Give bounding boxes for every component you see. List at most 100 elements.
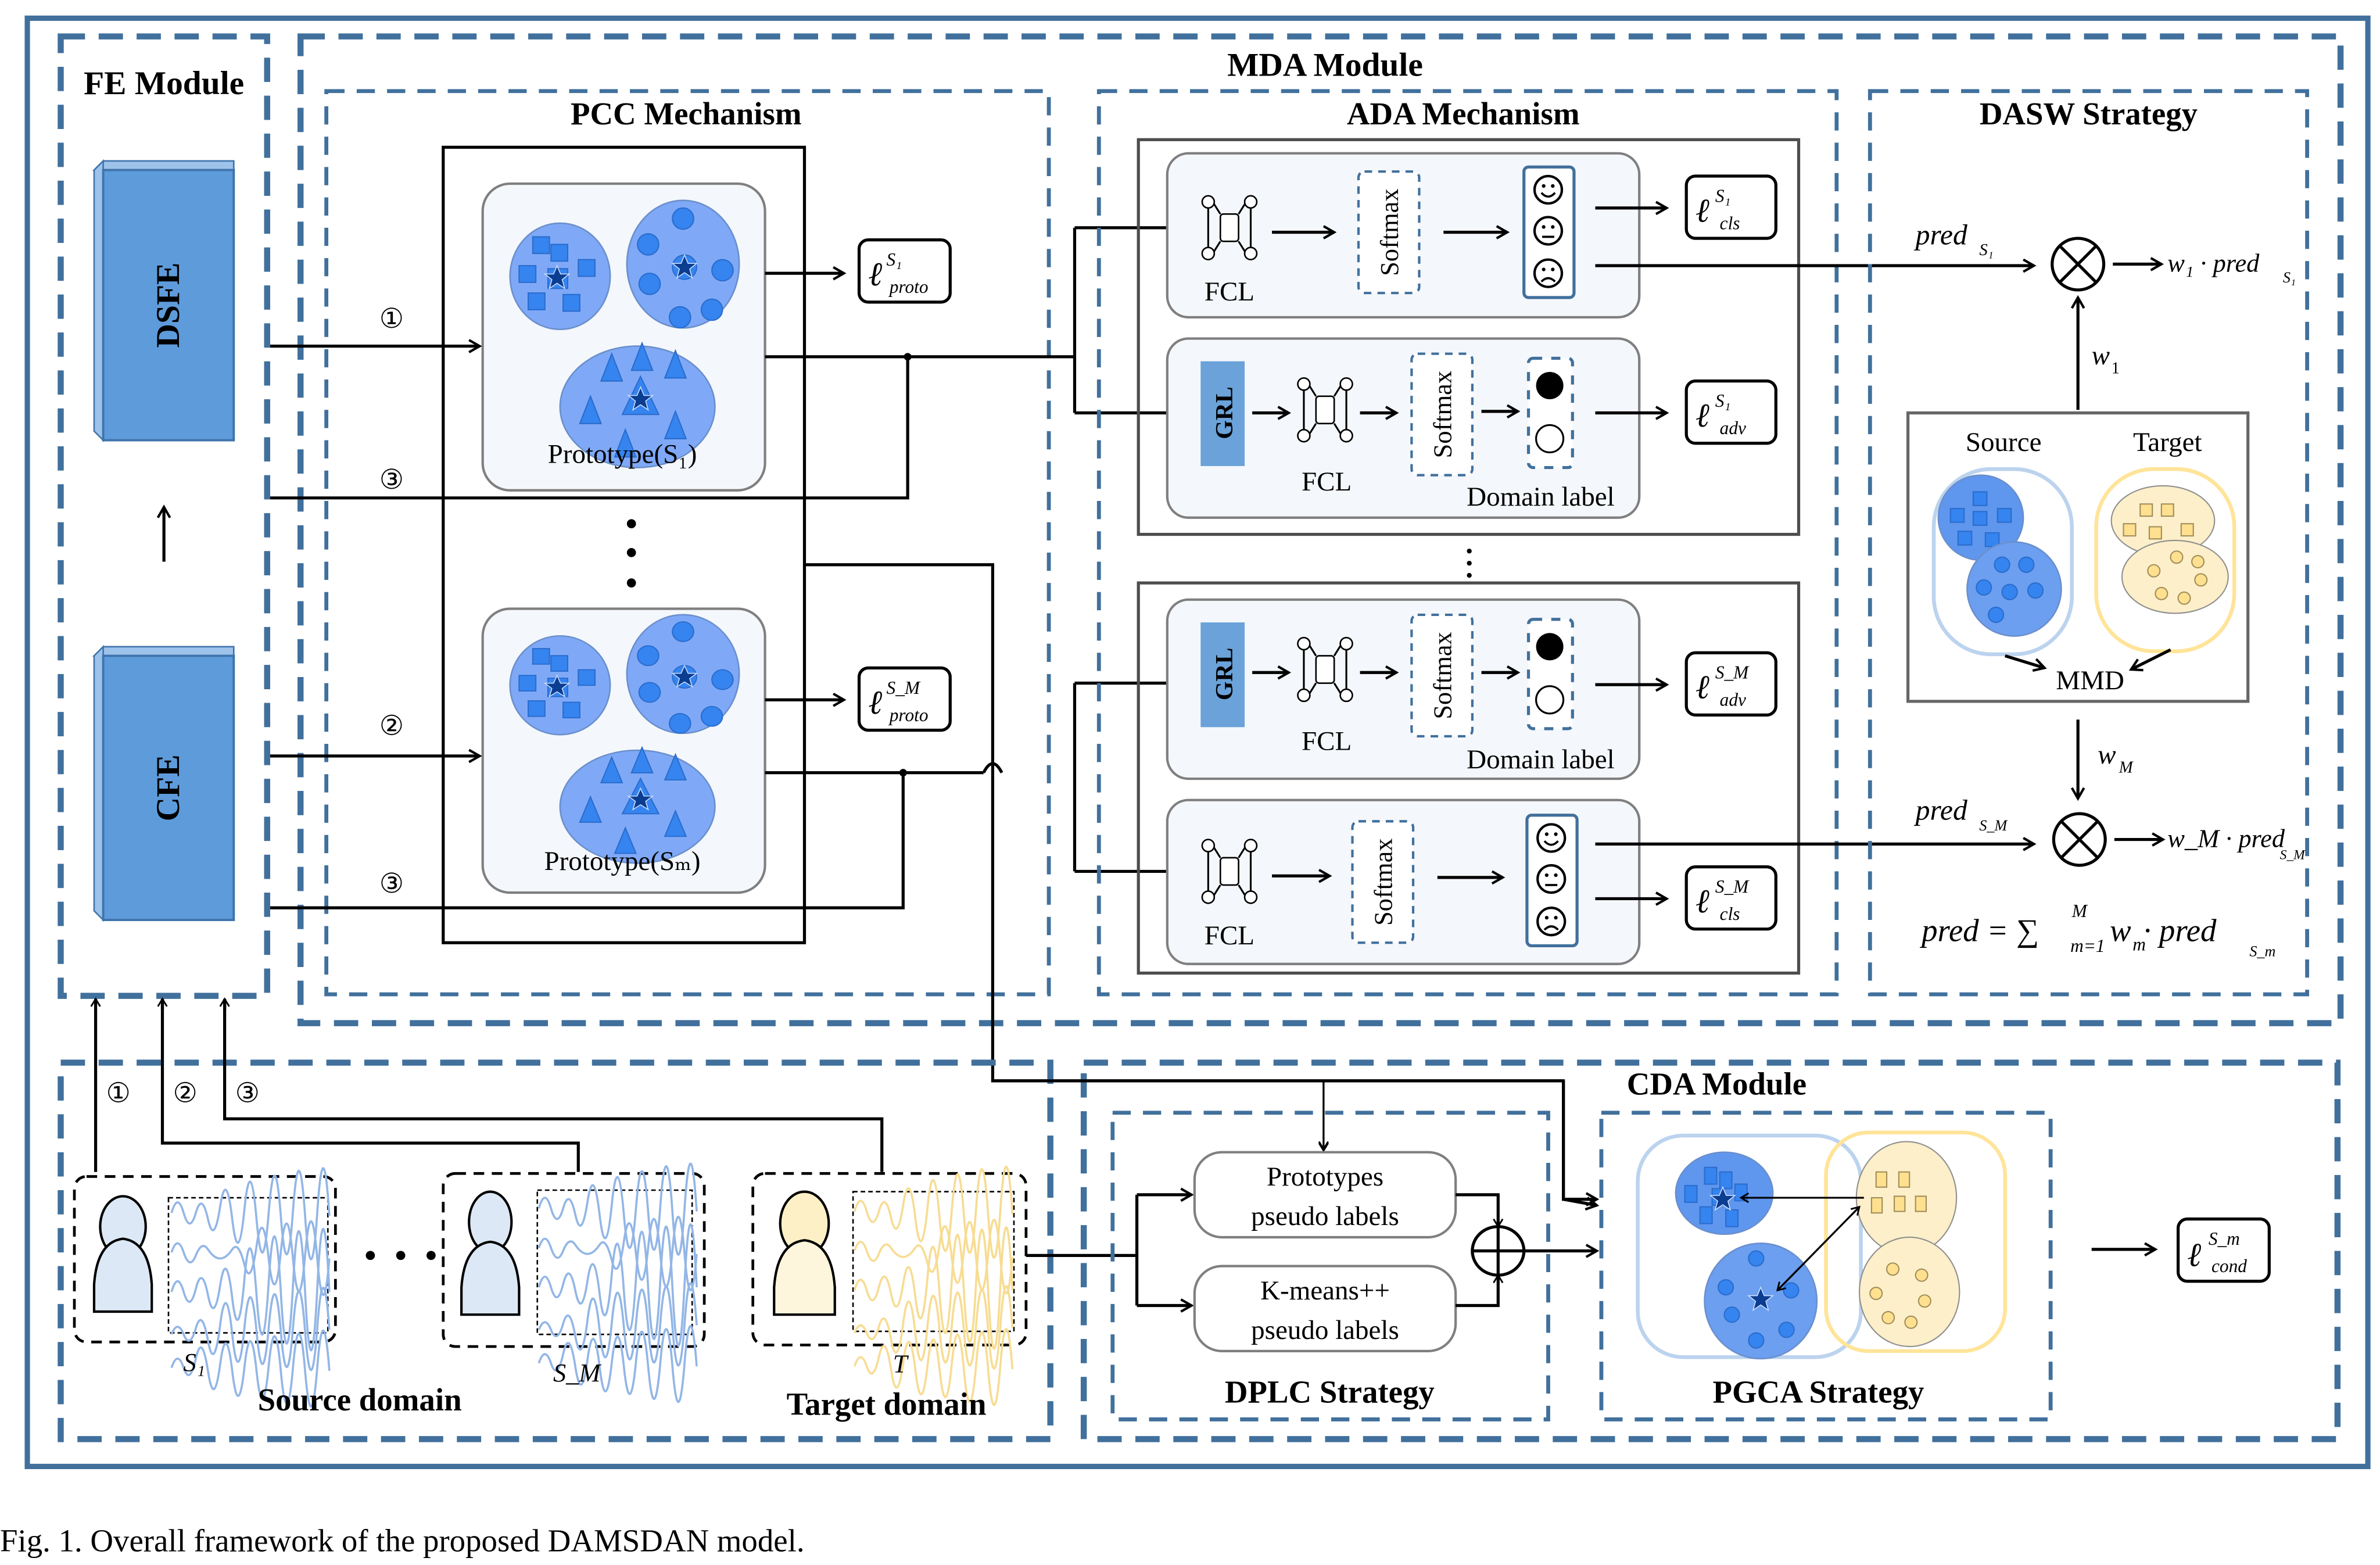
dasw-border	[1868, 89, 2310, 997]
svg-text:w: w	[2098, 740, 2116, 770]
svg-text:Source: Source	[1966, 427, 2042, 457]
domain-label-filled-icon	[1536, 633, 1564, 661]
person-body-icon	[92, 1237, 153, 1313]
eeg-signal-icon	[853, 1165, 1014, 1406]
svg-text:cls: cls	[1720, 213, 1740, 233]
svg-text:S₁: S₁	[2283, 269, 2296, 286]
svg-text:S₁: S₁	[1715, 185, 1731, 206]
path-3-top-line	[270, 355, 909, 500]
svg-text:w_M · pred: w_M · pred	[2167, 824, 2285, 853]
svg-text:GRL: GRL	[1211, 648, 1238, 701]
svg-text:Softmax: Softmax	[1368, 838, 1397, 925]
classifier-sm: FCL Softmax ℓ S_M cls	[1166, 798, 2037, 965]
svg-text:S_m: S_m	[2249, 943, 2275, 960]
svg-text:S_M: S_M	[887, 678, 921, 698]
svg-text:GRL: GRL	[1211, 386, 1238, 439]
svg-text:1: 1	[2112, 359, 2120, 378]
svg-text:K-means++: K-means++	[1260, 1276, 1390, 1306]
pcc-border	[324, 89, 1051, 997]
figure-caption: Fig. 1. Overall framework of the propose…	[0, 1523, 805, 1559]
svg-text:ℓ: ℓ	[1696, 883, 1709, 920]
svg-text:③: ③	[379, 869, 404, 899]
ada-mechanism: ADA Mechanism FCL Softmax ℓ S₁	[1096, 89, 2037, 997]
mda-module-title: MDA Module	[1227, 47, 1423, 84]
grl-block	[1200, 622, 1245, 728]
svg-text:Domain label: Domain label	[1467, 744, 1615, 775]
svg-text:Target: Target	[2133, 427, 2202, 457]
svg-text:w: w	[2092, 341, 2110, 371]
svg-text:Domain label: Domain label	[1467, 482, 1615, 512]
source-domain-title: Source domain	[258, 1382, 462, 1417]
pgca-border	[1599, 1111, 2053, 1421]
svg-text:ℓ: ℓ	[868, 685, 882, 721]
kmeans-pseudo-labels-box	[1193, 1265, 1457, 1352]
path-3-bottom-line	[270, 772, 905, 909]
sad-face-icon	[1537, 908, 1565, 935]
loss-proto-sm: ℓ S_M proto	[857, 666, 952, 732]
pcc-title: PCC Mechanism	[571, 96, 802, 131]
cda-module: CDA Module Prototypes pseudo labels K-me…	[992, 1059, 2341, 1442]
domain-label-empty-icon	[1535, 424, 1565, 454]
pgca-title: PGCA Strategy	[1712, 1374, 1924, 1410]
svg-text:S_M: S_M	[2280, 848, 2306, 863]
svg-text:Softmax: Softmax	[1428, 632, 1457, 719]
dsfe-block: DSFE	[92, 159, 235, 442]
svg-text:S_m: S_m	[2209, 1229, 2240, 1249]
svg-text:①: ①	[106, 1078, 131, 1108]
prototype-sm-label: Prototype(Sₘ)	[544, 846, 700, 876]
svg-text:FCL: FCL	[1302, 467, 1352, 497]
svg-text:ℓ: ℓ	[1696, 669, 1709, 706]
cfe-label: CFE	[150, 754, 187, 821]
outer-frame	[24, 15, 2371, 1469]
cda-module-border	[1080, 1059, 2341, 1442]
svg-text:proto: proto	[888, 277, 929, 297]
prototype-s1-label: Prototype(S₁)	[548, 439, 697, 470]
svg-text:pseudo labels: pseudo labels	[1251, 1315, 1399, 1345]
svg-text:cls: cls	[1720, 904, 1740, 924]
svg-text:adv: adv	[1720, 690, 1746, 710]
svg-text:pred: pred	[1914, 794, 1967, 826]
svg-text:Softmax: Softmax	[1375, 188, 1404, 275]
domain-label-empty-icon	[1535, 685, 1565, 715]
dsfe-label: DSFE	[150, 263, 187, 348]
svg-text:ℓ: ℓ	[1696, 192, 1709, 229]
pcc-container	[442, 145, 807, 944]
svg-text:③: ③	[379, 465, 404, 495]
svg-text:pred: pred	[1914, 219, 1967, 251]
fe-module-title: FE Module	[84, 65, 244, 102]
svg-text:cond: cond	[2211, 1256, 2247, 1276]
svg-text:ℓ: ℓ	[868, 256, 882, 293]
svg-text:m=1: m=1	[2070, 936, 2105, 956]
svg-text:ℓ: ℓ	[2187, 1237, 2201, 1274]
happy-face-icon	[1537, 824, 1565, 851]
svg-text:①: ①	[379, 304, 404, 334]
svg-text:S_M: S_M	[1715, 662, 1750, 683]
source-subject-sm	[442, 1162, 706, 1403]
domain-label-filled-icon	[1536, 372, 1564, 400]
svg-text:w: w	[2110, 913, 2131, 948]
mda-module-border	[298, 33, 2344, 1026]
svg-text:S₁: S₁	[887, 249, 902, 270]
svg-text:m: m	[2132, 934, 2146, 954]
cda-module-title: CDA Module	[1627, 1066, 1806, 1101]
neutral-face-icon	[1535, 217, 1562, 245]
fe-module-border	[58, 33, 270, 999]
svg-text:adv: adv	[1720, 418, 1746, 438]
pgca-strategy: PGCA Strategy	[1599, 1111, 2053, 1421]
svg-text:pred = ∑: pred = ∑	[1919, 913, 2039, 948]
svg-text:M: M	[2071, 901, 2088, 921]
svg-text:S_M: S_M	[1715, 876, 1750, 897]
pcc-mechanism: PCC Mechanism Prototype(S₁) ℓ S₁ proto P…	[324, 89, 1051, 997]
svg-text:S₁: S₁	[184, 1348, 206, 1377]
discriminator-s1: GRL FCL Softmax Domain label ℓ S₁ adv	[1166, 337, 1777, 519]
ensemble-formula: pred = ∑ M m=1 w m · pred S_m	[1919, 901, 2275, 960]
dasw-strategy: DASW Strategy pred S₁ w₁ · pred S₁ w 1 S…	[1868, 89, 2310, 997]
dasw-title: DASW Strategy	[1980, 96, 2198, 131]
neutral-face-icon	[1537, 865, 1565, 893]
target-domain-title: Target domain	[787, 1387, 987, 1422]
svg-text:S_M: S_M	[1979, 817, 2008, 834]
cfe-block: CFE	[92, 644, 235, 922]
svg-text:FCL: FCL	[1205, 921, 1254, 951]
